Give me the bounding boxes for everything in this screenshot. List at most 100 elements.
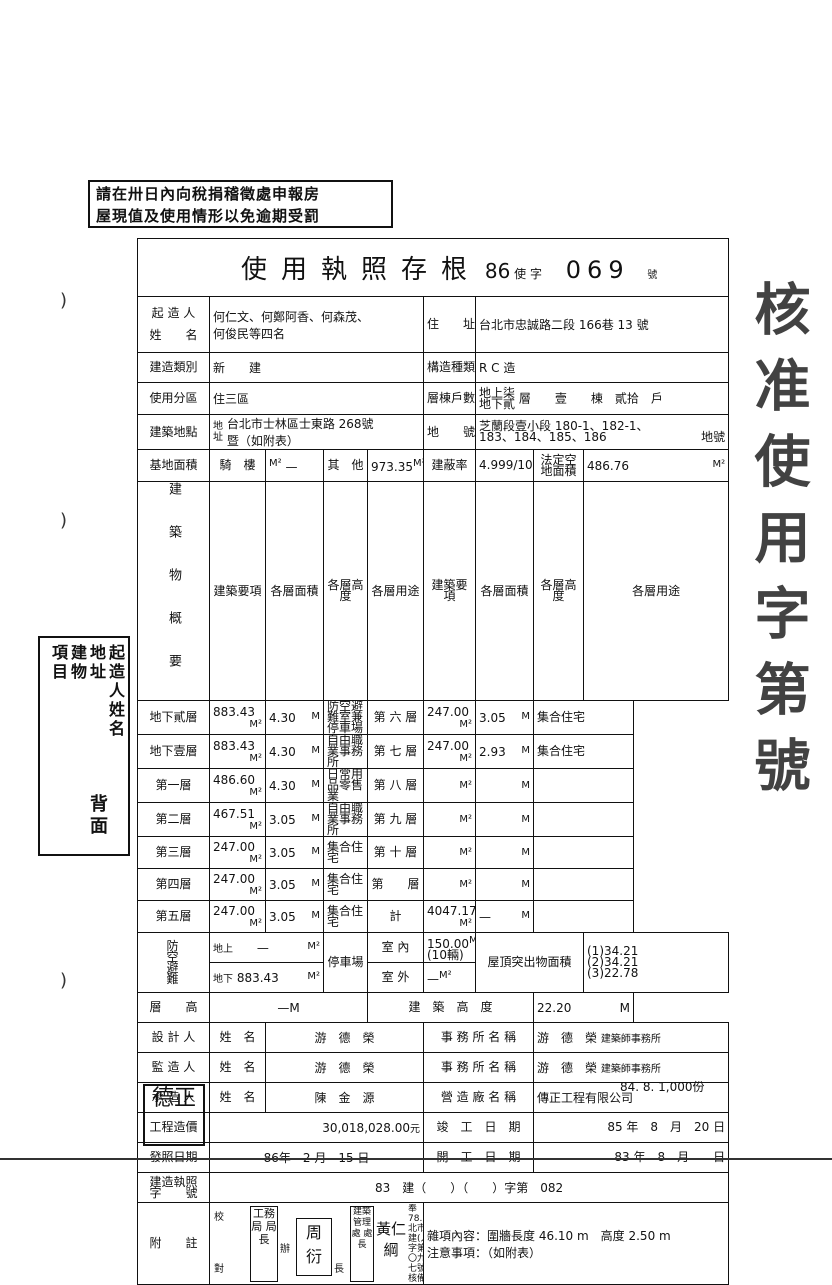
floor-name: 第 九 層	[367, 802, 424, 837]
floor-name: 地下貳層	[137, 700, 210, 735]
floor-name: 第五層	[137, 900, 210, 933]
contractor-label: 承 造 人	[137, 1082, 210, 1113]
floors-value: 地上柒 地下貳 層 壹 棟 貳拾 戶	[474, 382, 730, 415]
arcade-value: M² —	[265, 449, 324, 482]
shelter-below: 地下 883.43 M²	[209, 962, 324, 993]
zone-label: 使用分區	[137, 382, 210, 415]
page-edge	[0, 1158, 832, 1160]
zone-value: 住三區	[209, 382, 424, 415]
parking-out-label: 室 外	[367, 962, 424, 993]
other-label: 其 他	[323, 449, 368, 482]
supervisor-label: 監 造 人	[137, 1052, 210, 1083]
hdr-area-left: 各層面積	[265, 481, 324, 701]
floor-name: 第三層	[137, 836, 210, 869]
corner-seal: 德正	[143, 1084, 205, 1146]
shelter-label: 防空避難	[137, 932, 210, 993]
note-col-4: 項目	[49, 644, 68, 682]
page-title: 使用執照存根	[241, 255, 482, 285]
hdr-item-left: 建築要項	[209, 481, 266, 701]
supervisor-office-label: 事 務 所 名 稱	[423, 1052, 534, 1083]
tax-notice-stamp: 請在卅日內向稅捐稽徵處申報房 屋現值及使用情形以免逾期受罰	[88, 180, 393, 228]
floor-use: 集合住宅	[323, 868, 368, 901]
floor-height: —M	[475, 900, 534, 933]
floor-name: 第二層	[137, 802, 210, 837]
building-height-value: 22.20 M	[533, 992, 634, 1023]
roof-label: 屋頂突出物面積	[475, 932, 584, 993]
designer-office-label: 事 務 所 名 稱	[423, 1022, 534, 1053]
tax-notice-line1: 請在卅日內向稅捐稽徵處申報房	[96, 185, 321, 203]
floor-height: M	[475, 868, 534, 901]
floor-area: M²	[423, 836, 476, 869]
applicant-value: 何仁文、何鄭阿香、何森茂、 何俊民等四名	[209, 296, 424, 353]
building-height-label: 建 築 高 度	[367, 992, 534, 1023]
mark-check: 校	[214, 1211, 224, 1223]
note-back: 背面	[87, 794, 108, 838]
open-area-value: 486.76 M²	[582, 449, 730, 482]
tax-notice-line2: 屋現值及使用情形以免逾期受罰	[96, 207, 321, 225]
permit-number: 069	[565, 256, 630, 284]
parking-out-value: —M²	[423, 962, 476, 993]
designer-name: 游 德 榮	[265, 1022, 424, 1053]
note-col-1: 起造人姓名	[106, 644, 125, 739]
hdr-use-right: 各層用途	[582, 481, 730, 701]
arcade-label: 騎 樓	[209, 449, 266, 482]
site-label: 建築地點	[137, 414, 210, 450]
floor-use	[533, 802, 634, 837]
mark-chief: 長	[334, 1263, 344, 1275]
roof-value: (1)34.21 (2)34.21 (3)22.78	[582, 932, 730, 993]
floor-use	[533, 868, 634, 901]
hdr-item-right: 建築要項	[423, 481, 476, 701]
designer-name-label: 姓 名	[209, 1022, 266, 1053]
address-value: 台北市忠誠路二段 166巷 13 號	[474, 296, 730, 353]
other-value: 973.35M²	[367, 449, 424, 482]
supervisor-office: 游 德 榮 建築師事務所	[532, 1052, 730, 1083]
floor-height: M	[475, 836, 534, 869]
supervisor-name: 游 德 榮	[265, 1052, 424, 1083]
shelter-above: 地上 — M²	[209, 932, 324, 963]
floor-use: 集合住宅	[533, 734, 634, 769]
bureau-stamp: 工務局 局長	[250, 1205, 278, 1282]
floor-use: 自由職業事務所	[323, 734, 368, 769]
floor-use: 集合住宅	[323, 900, 368, 933]
contractor-company-label: 營 造 廠 名 稱	[423, 1082, 534, 1113]
floor-use: 集合住宅	[323, 836, 368, 869]
mark-pair: 對	[214, 1263, 224, 1275]
hole-mark: )	[60, 510, 68, 531]
print-number: 84. 8. 1,000份	[620, 1080, 705, 1094]
parking-label: 停車場	[323, 932, 368, 993]
floors-label: 層棟戶數	[423, 382, 476, 415]
coverage-value: 4.999/10	[475, 449, 534, 482]
remarks-content: 雜項內容：圍牆長度 46.10 m 高度 2.50 m 注意事項：（如附表）	[422, 1202, 730, 1285]
floor-name: 第 十 層	[367, 836, 424, 869]
permit-word: 使 字	[514, 267, 542, 281]
note-col-3: 建物	[68, 644, 87, 682]
hdr-height-right: 各層高度	[533, 481, 584, 701]
address-label: 住 址	[423, 296, 476, 353]
remarks-label: 附 註	[137, 1202, 210, 1285]
office-stamp: 建築管理處 處長	[350, 1205, 374, 1282]
contractor-name-label: 姓 名	[209, 1082, 266, 1113]
coverage-label: 建蔽率	[423, 449, 476, 482]
permit-year: 86	[484, 259, 511, 283]
note-col-2: 地址	[87, 644, 106, 682]
license-value: 83 建（ ）（ ）字第 082	[208, 1172, 730, 1203]
